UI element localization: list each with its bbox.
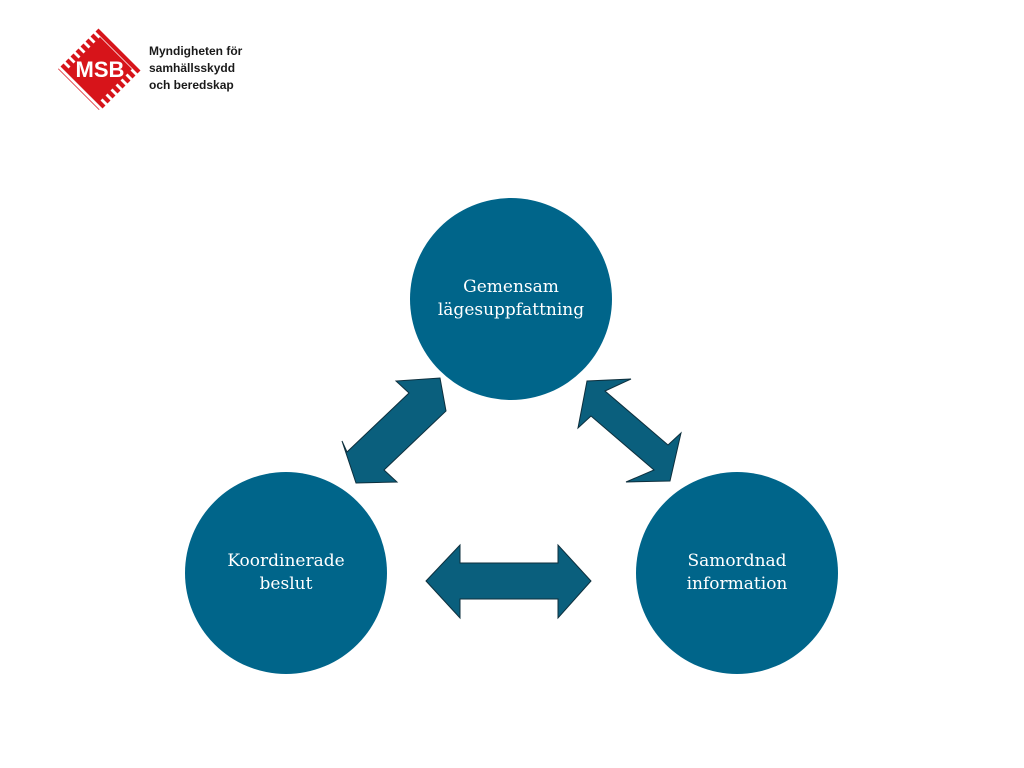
node-top-line-2: lägesuppfattning [437, 300, 585, 320]
node-samordnad-information: Samordnad information [636, 472, 838, 674]
arrow-left-top [341, 377, 447, 484]
logo-wordmark: Myndigheten för samhällsskydd och bereds… [149, 43, 242, 94]
msb-logo-mark-text: MSB [76, 57, 125, 82]
node-koordinerade-beslut: Koordinerade beslut [185, 472, 387, 674]
node-top-line-1: Gemensam [463, 277, 559, 297]
node-left-line-1: Koordinerade [227, 551, 345, 571]
node-right-label: Samordnad information [647, 550, 827, 596]
msb-logo-mark: MSB [58, 27, 142, 111]
logo-line-1: Myndigheten för [149, 44, 243, 58]
node-left-line-2: beslut [259, 574, 313, 594]
node-right-line-1: Samordnad [687, 551, 787, 571]
node-right-line-2: information [686, 574, 788, 594]
node-left-label: Koordinerade beslut [196, 550, 376, 596]
node-top-label: Gemensam lägesuppfattning [421, 276, 601, 322]
logo-line-2: samhällsskydd [149, 61, 236, 75]
msb-logo: MSB Myndigheten för samhällsskydd och be… [58, 27, 258, 111]
arrow-left-right [425, 543, 592, 620]
logo-line-3: och beredskap [149, 78, 234, 92]
node-gemensam-lagesuppfattning: Gemensam lägesuppfattning [410, 198, 612, 400]
arrow-top-right [577, 378, 682, 483]
